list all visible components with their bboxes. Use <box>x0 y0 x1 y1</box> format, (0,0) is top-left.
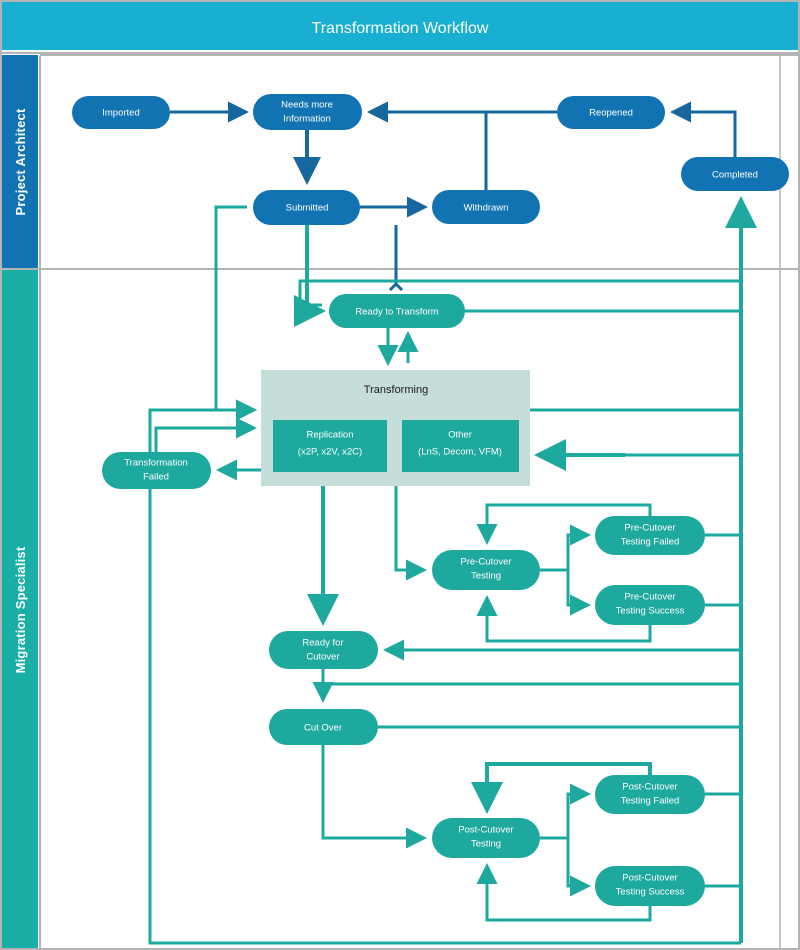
edge-branch-tick-right <box>394 282 404 292</box>
ready-to-transform-label: Ready to Transform <box>355 307 439 318</box>
post-cutover-testing-pill <box>432 818 540 858</box>
node-reopened[interactable]: Reopened <box>557 96 665 129</box>
replication-label-line1: Replication <box>307 430 354 441</box>
node-pre-cutover-testing[interactable]: Pre-Cutover Testing <box>432 550 540 590</box>
node-transformation-failed[interactable]: Transformation Failed <box>102 452 211 489</box>
other-label-line2: (LnS, Decom, VFM) <box>418 447 502 458</box>
cut-over-pill <box>269 709 378 745</box>
replication-box <box>273 420 387 472</box>
edge-submitted-to-ready-to-transform <box>294 225 326 327</box>
edge-post-cutover-testing-to-success <box>566 838 591 897</box>
edge-transforming-to-pre-cutover-testing <box>394 486 427 581</box>
ready-for-cutover-label-line1: Ready for <box>302 638 343 649</box>
lane-band-project-architect <box>2 55 38 268</box>
pre-cutover-testing-pill <box>432 550 540 590</box>
node-post-cutover-testing-success[interactable]: Post-Cutover Testing Success <box>595 866 705 906</box>
submitted-pill <box>253 190 360 225</box>
node-pre-cutover-testing-failed[interactable]: Pre-Cutover Testing Failed <box>595 516 705 555</box>
header-divider <box>2 52 798 54</box>
ready-for-cutover-label-line2: Cutover <box>306 652 339 663</box>
transformation-failed-label-line1: Transformation <box>124 458 188 469</box>
imported-pill <box>72 96 170 129</box>
replication-label-line2: (x2P, x2V, x2C) <box>298 447 362 458</box>
submitted-label: Submitted <box>286 203 329 214</box>
ready-to-transform-pill <box>329 294 465 328</box>
reopened-label: Reopened <box>589 108 633 119</box>
edge-post-cutover-failed-retry <box>471 762 652 814</box>
edge-post-cutover-testing-to-failed <box>540 783 591 840</box>
other-label-line1: Other <box>448 430 472 441</box>
edge-cut-over-to-post-cutover-testing <box>321 745 427 849</box>
edge-pre-cutover-failed-retry <box>476 503 652 545</box>
post-cutover-testing-success-pill <box>595 866 705 906</box>
edges-teal <box>148 196 757 945</box>
lane-label-migration-specialist: Migration Specialist <box>13 546 28 673</box>
needs-more-information-pill <box>253 94 362 130</box>
edge-bottom-return-to-transforming <box>148 399 741 945</box>
post-cutover-testing-failed-label-line2: Testing Failed <box>621 796 680 807</box>
transformation-failed-pill <box>102 452 211 489</box>
edges-blue <box>170 101 737 292</box>
node-replication[interactable]: Replication (x2P, x2V, x2C) <box>273 420 387 472</box>
header-bar <box>2 2 798 50</box>
node-post-cutover-testing-failed[interactable]: Post-Cutover Testing Failed <box>595 775 705 814</box>
lane-band-migration-specialist <box>2 270 38 948</box>
edge-pre-cutover-success-retry <box>476 595 652 643</box>
node-imported[interactable]: Imported <box>72 96 170 129</box>
post-cutover-testing-label-line2: Testing <box>471 839 501 850</box>
post-cutover-testing-success-label-line2: Testing Success <box>616 887 685 898</box>
node-needs-more-information[interactable]: Needs more Information <box>253 94 362 130</box>
lane-label-project-architect: Project Architect <box>13 108 28 215</box>
withdrawn-pill <box>432 190 540 224</box>
node-completed[interactable]: Completed <box>681 157 789 191</box>
pre-cutover-testing-failed-pill <box>595 516 705 555</box>
pre-cutover-testing-success-label-line1: Pre-Cutover <box>624 592 675 603</box>
imported-label: Imported <box>102 108 140 119</box>
node-submitted[interactable]: Submitted <box>253 190 360 225</box>
pre-cutover-testing-success-pill <box>595 585 705 625</box>
post-cutover-testing-failed-pill <box>595 775 705 814</box>
node-pre-cutover-testing-success[interactable]: Pre-Cutover Testing Success <box>595 585 705 625</box>
needs-more-information-label-line2: Information <box>283 114 331 125</box>
edge-completed-to-reopened <box>670 101 737 157</box>
edge-transformation-failed-to-transforming <box>154 417 257 452</box>
node-cut-over[interactable]: Cut Over <box>269 709 378 745</box>
node-ready-for-cutover[interactable]: Ready for Cutover <box>269 631 378 669</box>
edge-trunk-tap-to-ready-to-transform <box>298 279 741 307</box>
ready-for-cutover-pill <box>269 631 378 669</box>
node-withdrawn[interactable]: Withdrawn <box>432 190 540 224</box>
edge-post-cutover-success-retry <box>476 863 652 922</box>
pre-cutover-testing-failed-label-line2: Testing Failed <box>621 537 680 548</box>
node-post-cutover-testing[interactable]: Post-Cutover Testing <box>432 818 540 858</box>
post-cutover-testing-failed-label-line1: Post-Cutover <box>622 782 677 793</box>
post-cutover-testing-success-label-line1: Post-Cutover <box>622 873 677 884</box>
cut-over-label: Cut Over <box>304 723 342 734</box>
transformation-failed-label-line2: Failed <box>143 472 169 483</box>
reopened-pill <box>557 96 665 129</box>
completed-pill <box>681 157 789 191</box>
edge-pre-cutover-testing-to-success <box>566 570 591 616</box>
other-box <box>402 420 519 472</box>
pre-cutover-testing-success-label-line2: Testing Success <box>616 606 685 617</box>
needs-more-information-label-line1: Needs more <box>281 100 333 111</box>
node-ready-to-transform[interactable]: Ready to Transform <box>329 294 465 328</box>
edge-pre-cutover-testing-to-failed <box>540 524 591 572</box>
post-cutover-testing-label-line1: Post-Cutover <box>458 825 513 836</box>
node-other[interactable]: Other (LnS, Decom, VFM) <box>402 420 519 472</box>
withdrawn-label: Withdrawn <box>464 203 509 214</box>
page-title: Transformation Workflow <box>312 20 489 37</box>
pre-cutover-testing-label-line2: Testing <box>471 571 501 582</box>
transforming-label: Transforming <box>364 384 428 396</box>
completed-label: Completed <box>712 170 758 181</box>
pre-cutover-testing-label-line1: Pre-Cutover <box>460 557 511 568</box>
pre-cutover-testing-failed-label-line1: Pre-Cutover <box>624 523 675 534</box>
